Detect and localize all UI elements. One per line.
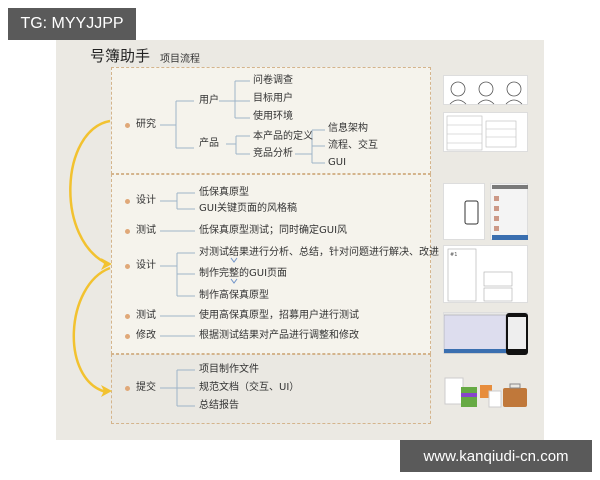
step-submit: 提交 <box>136 382 156 393</box>
node-user: 用户 <box>199 95 219 106</box>
node-adjust: 根据测试结果对产品进行调整和修改 <box>199 330 359 341</box>
node-spec-docs: 规范文档（交互、UI） <box>199 382 300 393</box>
node-hifi: 制作高保真原型 <box>199 290 269 301</box>
thumbnail-hifi-mockup <box>490 183 528 240</box>
node-target-users: 目标用户 <box>253 93 293 104</box>
node-lofi: 低保真原型 <box>199 187 249 198</box>
page-subtitle: 项目流程 <box>160 54 200 65</box>
node-product: 产品 <box>199 138 219 149</box>
bullet-dot <box>125 334 130 339</box>
svg-text:#1: #1 <box>450 252 457 258</box>
page-title: 号簿助手 <box>90 47 151 65</box>
node-report: 总结报告 <box>199 400 239 411</box>
node-files: 项目制作文件 <box>199 364 259 375</box>
thumbnail-app-screens <box>443 312 528 355</box>
bullet-dot <box>125 264 130 269</box>
step-revise: 修改 <box>136 330 156 341</box>
node-hifi-test: 使用高保真原型，招募用户进行测试 <box>199 310 359 321</box>
bullet-dot <box>125 386 130 391</box>
thumbnail-style-guide: #1 <box>443 245 528 303</box>
node-full-gui: 制作完整的GUI页面 <box>199 268 288 279</box>
step-design-2: 设计 <box>136 260 156 271</box>
step-test-2: 测试 <box>136 310 156 321</box>
node-flow: 流程、交互 <box>328 140 378 151</box>
thumbnail-lofi-wireframe <box>443 183 485 240</box>
node-gui-style: GUI关键页面的风格稿 <box>199 203 298 214</box>
watermark-bottom-right: www.kanqiudi-cn.com <box>400 440 592 472</box>
iteration-panel <box>111 174 431 354</box>
bullet-dot <box>125 314 130 319</box>
node-competitor: 竞品分析 <box>253 148 293 159</box>
node-environment: 使用环境 <box>253 111 293 122</box>
node-analyze: 对测试结果进行分析、总结，针对问题进行解决、改进 <box>199 247 439 258</box>
step-design-1: 设计 <box>136 195 156 206</box>
node-ia: 信息架构 <box>328 123 368 134</box>
node-lofi-test: 低保真原型测试；同时确定GUI风 <box>199 225 348 236</box>
thumbnail-persona-sketches <box>443 75 528 105</box>
watermark-top-left: TG: MYYJJPP <box>8 8 136 40</box>
node-definition: 本产品的定义 <box>253 131 313 142</box>
thumbnail-survey-tables <box>443 112 528 152</box>
node-gui: GUI <box>328 157 347 168</box>
step-research: 研究 <box>136 119 156 130</box>
bullet-dot <box>125 123 130 128</box>
thumbnail-deliverable-icons <box>443 375 528 408</box>
bullet-dot <box>125 199 130 204</box>
node-survey: 问卷调查 <box>253 75 293 86</box>
bullet-dot <box>125 229 130 234</box>
step-test-1: 测试 <box>136 225 156 236</box>
